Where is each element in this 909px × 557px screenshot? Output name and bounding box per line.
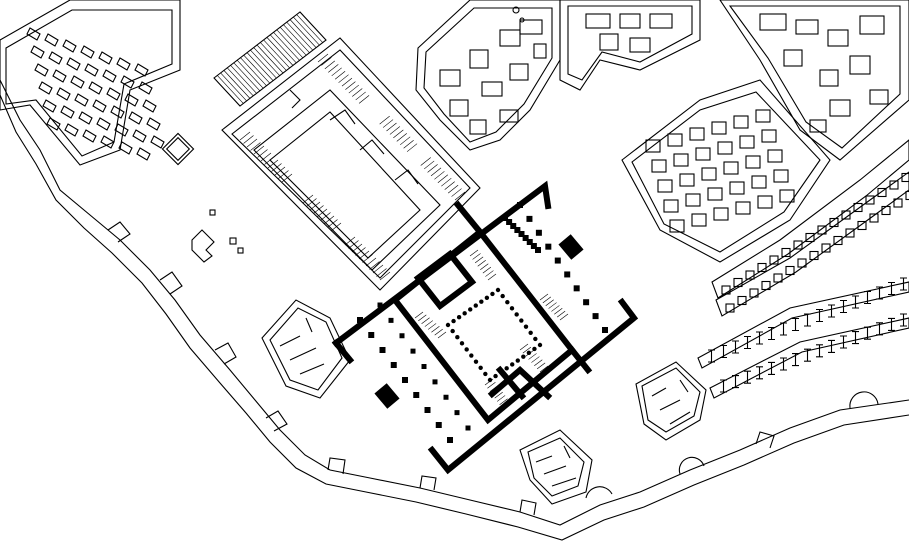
column — [465, 425, 471, 431]
column — [564, 271, 571, 278]
courtyard-column — [521, 354, 526, 359]
column — [526, 239, 533, 245]
east-houses — [621, 79, 831, 263]
column — [388, 317, 394, 323]
column — [402, 377, 408, 383]
altar-block-south — [374, 383, 400, 409]
column — [592, 313, 599, 320]
courtyard-column — [509, 306, 515, 311]
column — [432, 379, 438, 385]
courtyard-column — [473, 359, 479, 364]
courtyard-column — [455, 335, 460, 340]
column — [413, 392, 420, 398]
column — [602, 327, 608, 333]
courtyard-column — [468, 307, 473, 312]
courtyard-column — [537, 342, 543, 348]
courtyard-column — [532, 346, 537, 352]
altar-block-north — [558, 234, 584, 260]
column — [510, 223, 517, 229]
courtyard-column — [483, 371, 488, 377]
courtyard-column — [533, 336, 538, 342]
northeast-houses — [559, 0, 909, 161]
courtyard-column — [456, 315, 462, 320]
courtyard-column — [515, 358, 520, 363]
courtyard-column — [462, 311, 467, 316]
courtyard-column — [459, 341, 465, 346]
column — [573, 285, 580, 292]
column — [368, 332, 375, 338]
courtyard-column — [498, 370, 504, 375]
southeast-house-a — [635, 361, 707, 441]
column — [435, 422, 442, 428]
column — [379, 347, 386, 353]
column — [517, 202, 523, 208]
courtyard-column — [478, 365, 483, 370]
courtyard-column — [445, 322, 451, 328]
courtyard-column — [464, 347, 469, 352]
column — [545, 243, 552, 250]
courtyard-column — [493, 373, 498, 379]
column — [399, 333, 405, 339]
cell-rows-southeast — [697, 277, 909, 399]
courtyard-column — [504, 366, 509, 371]
courtyard-column — [451, 318, 456, 324]
column — [506, 219, 513, 225]
courtyard-column — [490, 291, 495, 297]
courtyard-column — [510, 362, 515, 367]
central-colonnaded-building — [331, 180, 639, 475]
courtyard-column — [495, 287, 501, 293]
column — [554, 257, 561, 264]
courtyard-column — [484, 295, 490, 300]
northwest-complex — [0, 0, 181, 166]
west-house — [261, 299, 351, 399]
column — [502, 215, 508, 221]
small-square-structure — [161, 132, 195, 166]
column — [535, 229, 542, 236]
column — [410, 348, 416, 354]
courtyard-column — [528, 330, 533, 335]
column — [454, 410, 460, 416]
column — [530, 243, 537, 249]
courtyard-column — [487, 377, 493, 383]
column — [390, 362, 397, 368]
column — [377, 302, 383, 308]
city-wall — [0, 79, 909, 541]
north-houses — [415, 0, 561, 151]
courtyard-column — [450, 328, 455, 334]
column — [518, 231, 525, 237]
column — [357, 317, 363, 323]
column — [447, 437, 453, 443]
small-ruin-west — [191, 209, 244, 263]
courtyard-column — [514, 312, 519, 317]
courtyard-column — [505, 300, 510, 305]
east-barracks — [711, 139, 909, 317]
column — [522, 235, 529, 241]
column — [443, 394, 449, 400]
southeast-house-b — [519, 429, 593, 505]
courtyard-column — [479, 299, 484, 304]
courtyard-column — [526, 350, 532, 355]
column — [526, 215, 533, 222]
column — [424, 407, 431, 413]
long-stoa — [221, 37, 481, 291]
courtyard-column — [473, 303, 478, 308]
hatched-terrace — [213, 11, 327, 107]
column — [583, 299, 590, 306]
courtyard-column — [469, 353, 474, 358]
column — [535, 247, 541, 253]
courtyard-column — [523, 324, 529, 329]
courtyard-column — [500, 293, 505, 299]
column — [421, 364, 427, 369]
courtyard-column — [519, 318, 524, 323]
column — [514, 227, 521, 233]
